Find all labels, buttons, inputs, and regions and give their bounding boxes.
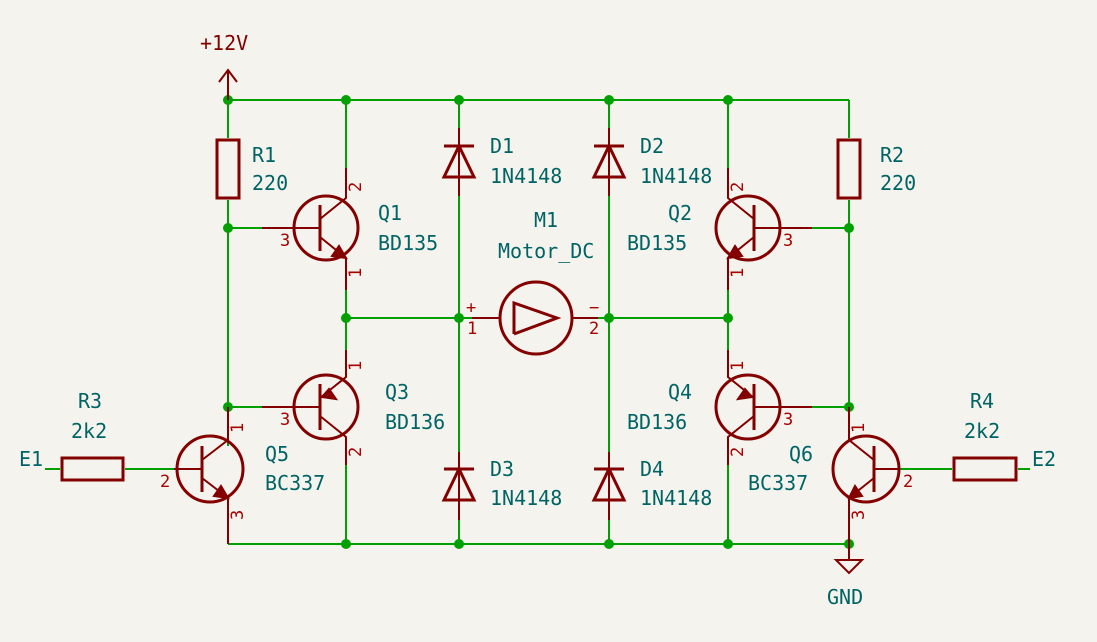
q4-ref: Q4: [668, 380, 692, 404]
d1-value: 1N4148: [490, 164, 562, 188]
transistor-q4[interactable]: 3 1 2 Q4 BD136: [627, 350, 812, 465]
m1-pin-minus: −: [589, 298, 599, 318]
q6-pin-1: 1: [849, 423, 869, 433]
q3-pin-3: 3: [280, 410, 290, 430]
resistor-r2[interactable]: R2 220: [836, 138, 916, 200]
m1-value: Motor_DC: [498, 239, 594, 263]
q5-pin-1: 1: [228, 423, 248, 433]
q6-pin-3: 3: [849, 510, 869, 520]
q6-ref: Q6: [789, 442, 813, 466]
q3-pin-2: 2: [346, 447, 366, 457]
d4-value: 1N4148: [640, 486, 712, 510]
m1-pin-1: 1: [467, 319, 477, 339]
q4-pin-3: 3: [783, 410, 793, 430]
transistor-q5[interactable]: 2 1 3 Q5 BC337: [160, 407, 325, 544]
d4-ref: D4: [640, 457, 664, 481]
q1-pin-3: 3: [280, 231, 290, 251]
transistor-q6[interactable]: 2 1 3 Q6 BC337: [748, 407, 913, 544]
q2-pin-3: 3: [783, 231, 793, 251]
r3-ref: R3: [78, 389, 102, 413]
resistor-r3[interactable]: R3 2k2: [60, 389, 125, 482]
m1-pin-2: 2: [589, 319, 599, 339]
wires: [45, 80, 1030, 560]
d1-ref: D1: [490, 134, 514, 158]
motor-m1[interactable]: M1 Motor_DC + 1 − 2: [466, 208, 599, 356]
m1-ref: M1: [534, 208, 558, 232]
q3-ref: Q3: [385, 380, 409, 404]
q5-pin-2: 2: [160, 472, 170, 492]
q1-pin-2: 2: [346, 182, 366, 192]
q5-pin-3: 3: [228, 510, 248, 520]
power-symbol-vcc: +12V: [200, 31, 248, 100]
resistor-r1[interactable]: R1 220: [215, 138, 288, 200]
r4-ref: R4: [970, 389, 994, 413]
q2-ref: Q2: [668, 201, 692, 225]
transistor-q2[interactable]: 3 2 1 Q2 BD135: [627, 168, 812, 290]
q1-ref: Q1: [378, 201, 402, 225]
transistor-q1[interactable]: 3 2 1 Q1 BD135: [262, 168, 438, 290]
r4-value: 2k2: [964, 419, 1000, 443]
q5-ref: Q5: [265, 442, 289, 466]
d3-value: 1N4148: [490, 486, 562, 510]
q1-pin-1: 1: [346, 268, 366, 278]
m1-pin-plus: +: [466, 298, 476, 318]
q3-pin-1: 1: [346, 361, 366, 371]
q2-value: BD135: [627, 231, 687, 255]
r3-value: 2k2: [71, 419, 107, 443]
d2-value: 1N4148: [640, 164, 712, 188]
q4-value: BD136: [627, 410, 687, 434]
resistor-r4[interactable]: R4 2k2: [952, 389, 1018, 482]
diode-d4[interactable]: D4 1N4148: [591, 452, 712, 520]
q1-value: BD135: [378, 231, 438, 255]
r1-value: 220: [252, 171, 288, 195]
q3-value: BD136: [385, 410, 445, 434]
diode-d2[interactable]: D2 1N4148: [591, 128, 712, 196]
junctions: [223, 95, 854, 549]
d3-ref: D3: [490, 457, 514, 481]
diode-d3[interactable]: D3 1N4148: [441, 452, 562, 520]
d2-ref: D2: [640, 134, 664, 158]
q2-pin-2: 2: [728, 182, 748, 192]
transistor-q3[interactable]: 3 1 2 Q3 BD136: [262, 350, 445, 465]
q4-pin-1: 1: [728, 361, 748, 371]
q2-pin-1: 1: [728, 268, 748, 278]
ground-symbol: GND: [827, 544, 865, 609]
r2-value: 220: [880, 171, 916, 195]
net-label-e2: E2: [1032, 447, 1056, 471]
vcc-label: +12V: [200, 31, 248, 55]
q6-value: BC337: [748, 471, 808, 495]
q4-pin-2: 2: [728, 447, 748, 457]
r1-ref: R1: [252, 143, 276, 167]
q6-pin-2: 2: [903, 472, 913, 492]
diode-d1[interactable]: D1 1N4148: [441, 128, 562, 196]
r2-ref: R2: [880, 143, 904, 167]
q5-value: BC337: [265, 471, 325, 495]
gnd-label: GND: [827, 585, 863, 609]
net-label-e1: E1: [19, 447, 43, 471]
